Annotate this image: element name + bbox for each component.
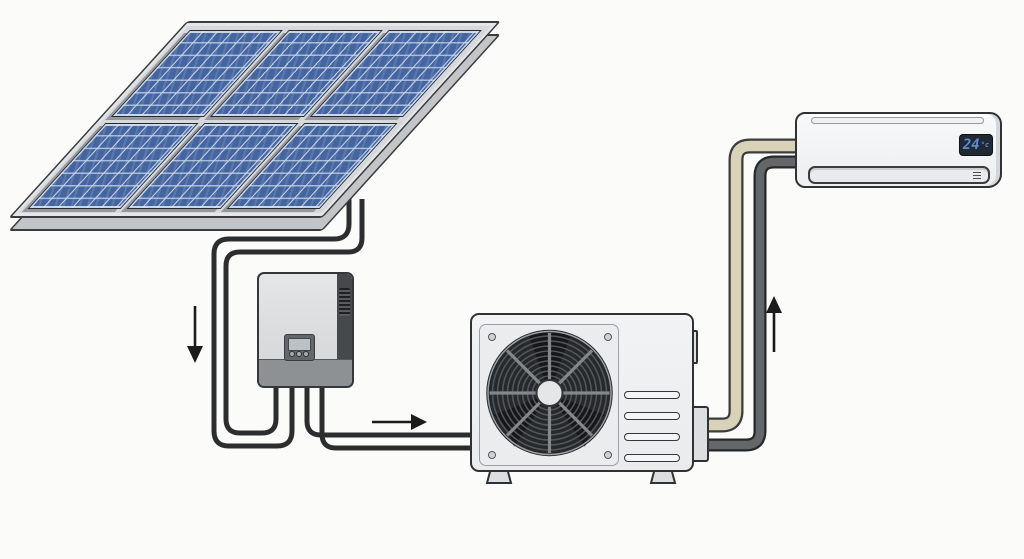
outdoor-condenser-unit bbox=[470, 313, 694, 472]
fan-hub bbox=[535, 379, 564, 407]
louver-slot bbox=[624, 454, 680, 462]
inverter-control-panel bbox=[284, 334, 315, 361]
inverter-lcd-screen bbox=[288, 338, 311, 351]
louver-slot bbox=[624, 391, 680, 399]
inverter-vent-grille bbox=[339, 288, 350, 316]
flow-down-arrow bbox=[187, 306, 203, 363]
screw-icon bbox=[604, 451, 612, 459]
screw-icon bbox=[488, 333, 496, 341]
refrigerant-line-bare-outline bbox=[703, 155, 798, 452]
louver-slot bbox=[624, 412, 680, 420]
inverter-button bbox=[289, 351, 295, 357]
dc-wire-outer bbox=[211, 195, 352, 449]
louver-slot bbox=[624, 433, 680, 441]
indoor-ac-unit: 24°c bbox=[795, 112, 1002, 188]
inverter-button bbox=[296, 351, 302, 357]
ac-wire-upper bbox=[304, 386, 472, 438]
fan-panel bbox=[479, 324, 619, 466]
dc-wire-inner bbox=[223, 199, 365, 436]
ac-wire-lower bbox=[319, 386, 472, 451]
refrigerant-line-bare bbox=[703, 157, 798, 450]
inverter-button bbox=[303, 351, 309, 357]
temperature-value: 24 bbox=[962, 137, 980, 153]
inverter bbox=[257, 272, 354, 388]
fan-grille bbox=[486, 329, 613, 457]
indoor-louver-panel bbox=[808, 166, 990, 184]
inverter-bottom-band bbox=[259, 359, 352, 386]
refrigerant-line-insulated bbox=[703, 140, 800, 431]
flow-right-arrow bbox=[372, 414, 427, 430]
screw-icon bbox=[604, 333, 612, 341]
refrigerant-line-insulated-outline bbox=[703, 138, 800, 433]
screw-icon bbox=[488, 451, 496, 459]
temperature-display: 24°c bbox=[959, 134, 993, 156]
louver-grip-icon bbox=[973, 172, 981, 179]
temperature-unit: °c bbox=[980, 140, 990, 149]
flow-up-arrow bbox=[766, 296, 782, 352]
indoor-top-vent bbox=[811, 117, 984, 124]
